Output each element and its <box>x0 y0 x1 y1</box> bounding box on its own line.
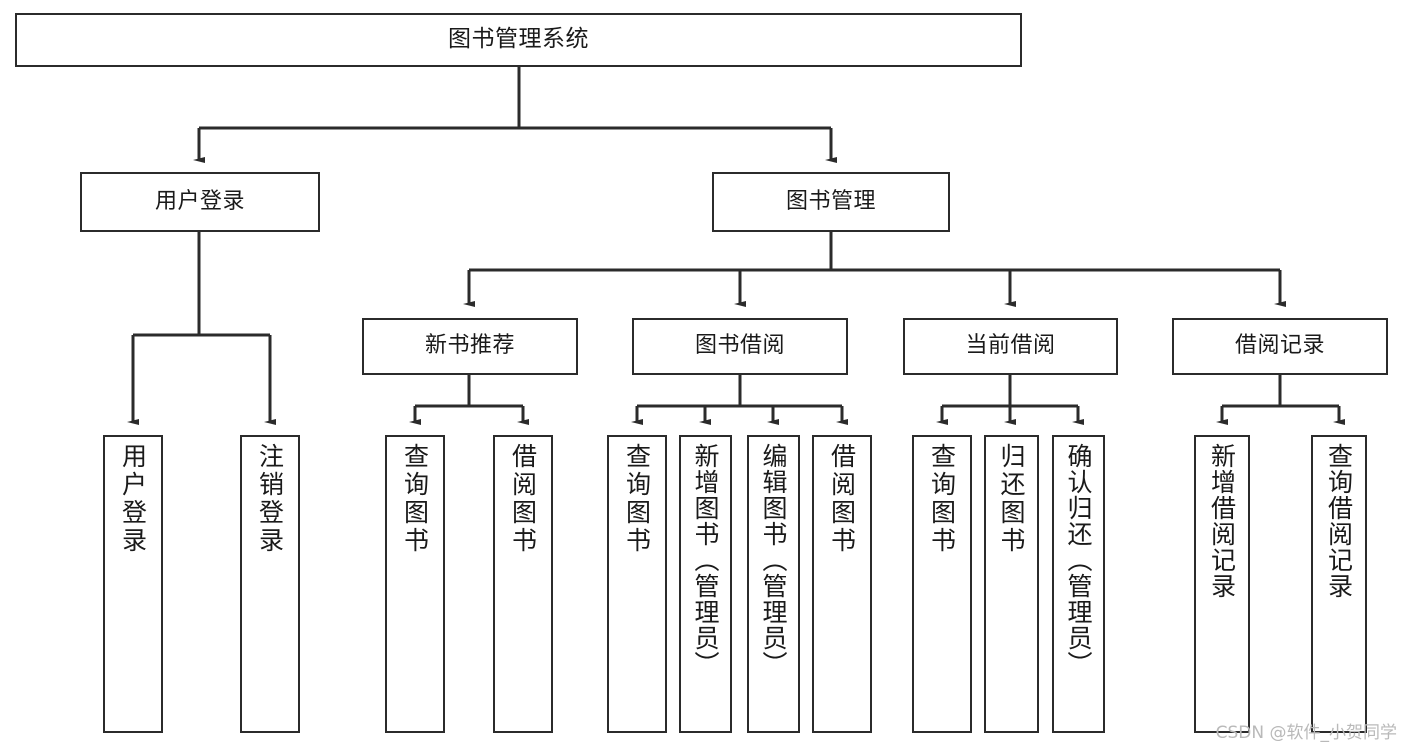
node-label: 编辑图书（管理员） <box>759 443 788 677</box>
node-leaf-query-book-new[interactable]: 查询图书 <box>385 435 445 733</box>
node-label: 查询图书 <box>622 443 652 555</box>
node-leaf-query-book-current[interactable]: 查询图书 <box>912 435 972 733</box>
node-leaf-query-borrow-record[interactable]: 查询借阅记录 <box>1311 435 1367 733</box>
node-label: 当前借阅 <box>965 333 1056 359</box>
node-book-borrow[interactable]: 图书借阅 <box>632 318 848 375</box>
node-user-login[interactable]: 用户登录 <box>80 172 320 232</box>
node-leaf-borrow-book[interactable]: 借阅图书 <box>812 435 872 733</box>
node-label: 图书管理系统 <box>448 26 589 53</box>
node-root-system[interactable]: 图书管理系统 <box>15 13 1022 67</box>
node-label: 新书推荐 <box>424 333 515 359</box>
node-book-management[interactable]: 图书管理 <box>712 172 950 232</box>
node-label: 查询借阅记录 <box>1324 443 1354 599</box>
node-label: 图书借阅 <box>694 333 785 359</box>
node-new-book-recommend[interactable]: 新书推荐 <box>362 318 578 375</box>
node-leaf-borrow-book-new[interactable]: 借阅图书 <box>493 435 553 733</box>
node-leaf-return-book[interactable]: 归还图书 <box>984 435 1039 733</box>
node-leaf-user-login[interactable]: 用户登录 <box>103 435 163 733</box>
node-leaf-add-borrow-record[interactable]: 新增借阅记录 <box>1194 435 1250 733</box>
node-leaf-query-book-borrow[interactable]: 查询图书 <box>607 435 667 733</box>
node-label: 图书管理 <box>785 188 876 214</box>
node-leaf-confirm-return-admin[interactable]: 确认归还（管理员） <box>1052 435 1105 733</box>
node-label: 用户登录 <box>154 188 245 214</box>
node-label: 注销登录 <box>255 443 285 555</box>
node-label: 新增借阅记录 <box>1207 443 1237 599</box>
node-label: 新增图书（管理员） <box>691 443 720 677</box>
node-current-borrow[interactable]: 当前借阅 <box>903 318 1118 375</box>
node-label: 借阅图书 <box>508 443 538 555</box>
node-label: 查询图书 <box>927 443 957 555</box>
csdn-watermark: CSDN @软件_小贺同学 <box>1215 723 1397 743</box>
node-leaf-add-book-admin[interactable]: 新增图书（管理员） <box>679 435 732 733</box>
node-leaf-logout[interactable]: 注销登录 <box>240 435 300 733</box>
node-label: 借阅记录 <box>1234 333 1325 359</box>
node-leaf-edit-book-admin[interactable]: 编辑图书（管理员） <box>747 435 800 733</box>
node-borrow-record[interactable]: 借阅记录 <box>1172 318 1388 375</box>
node-label: 用户登录 <box>118 443 148 555</box>
node-label: 归还图书 <box>997 443 1026 555</box>
node-label: 查询图书 <box>400 443 430 555</box>
node-label: 借阅图书 <box>827 443 857 555</box>
node-label: 确认归还（管理员） <box>1064 443 1093 677</box>
